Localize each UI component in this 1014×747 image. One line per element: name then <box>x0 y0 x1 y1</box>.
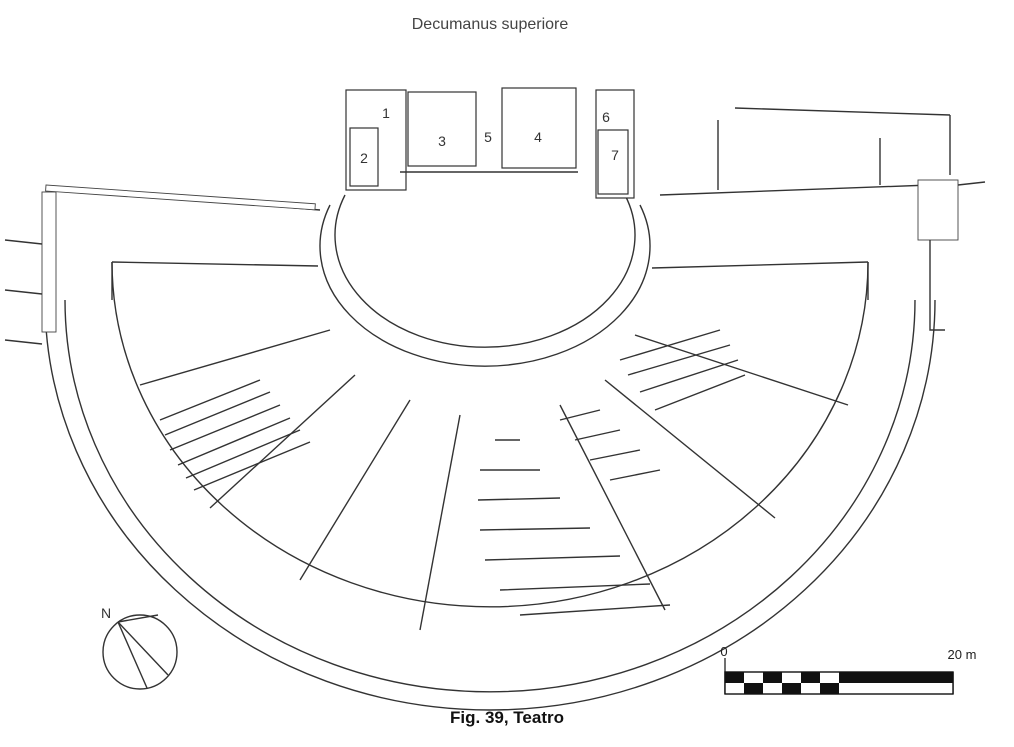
left-wall-masonry <box>4 184 316 345</box>
scale-start-label: 0 <box>720 644 727 659</box>
room-label-4: 4 <box>534 129 542 145</box>
room-label-6: 6 <box>602 109 610 125</box>
scale-bar: 0 20 m <box>720 644 977 695</box>
room-label-5: 5 <box>484 129 492 145</box>
north-label: N <box>101 605 111 621</box>
scale-end-label: 20 m <box>948 647 977 662</box>
seating-rows <box>159 329 746 616</box>
figure-caption: Fig. 39, Teatro <box>450 708 564 727</box>
street-label: Decumanus superiore <box>412 16 569 33</box>
compass-circle <box>102 614 178 690</box>
room-label-3: 3 <box>438 133 446 149</box>
orchestra <box>319 194 651 367</box>
north-arrow: N <box>101 605 178 690</box>
room-label-7: 7 <box>611 147 619 163</box>
room-label-2: 2 <box>360 150 368 166</box>
stage-rooms <box>345 87 635 199</box>
cavea-outline <box>44 184 936 711</box>
radial-aisles <box>139 329 849 631</box>
room-label-1: 1 <box>382 105 390 121</box>
right-wall-masonry <box>717 107 986 331</box>
